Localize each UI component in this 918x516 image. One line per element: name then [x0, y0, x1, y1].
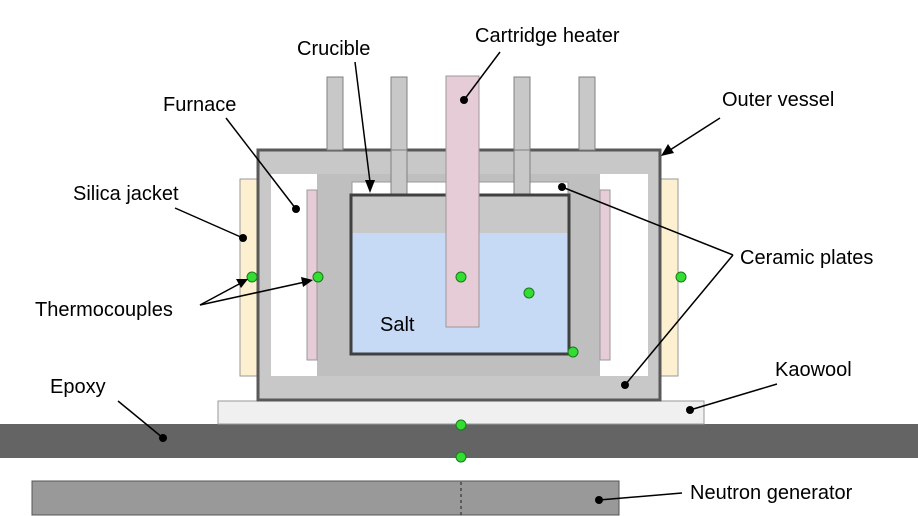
leader-dot-ceramic-plates-lower	[621, 381, 629, 389]
leader-dot-cartridge-heater	[460, 96, 468, 104]
label-thermocouples: Thermocouples	[35, 299, 173, 321]
top-rod-2	[390, 76, 408, 151]
leader-thermocouples-right	[199, 281, 306, 306]
label-neutron-generator: Neutron generator	[690, 482, 853, 504]
leader-dot-neutron-generator	[595, 496, 603, 504]
thermocouple-furnace-left	[312, 271, 324, 283]
label-kaowool: Kaowool	[775, 359, 852, 381]
arrowhead-crucible	[365, 180, 375, 193]
leader-dot-ceramic-plates-upper	[558, 183, 566, 191]
leader-kaowool	[689, 383, 778, 411]
leader-silica-jacket	[174, 207, 244, 239]
leader-dot-furnace	[292, 205, 300, 213]
leader-ceramic-plates-lower	[624, 254, 734, 386]
neutron-generator	[31, 480, 620, 516]
label-furnace: Furnace	[163, 94, 236, 116]
leader-crucible	[354, 61, 371, 183]
thermocouple-salt	[523, 287, 535, 299]
label-outer-vessel: Outer vessel	[722, 89, 834, 111]
arrowhead-thermocouples-right	[301, 277, 313, 287]
leader-dot-epoxy	[159, 434, 167, 442]
arrowhead-thermocouples-left	[236, 279, 248, 288]
heater-element-right	[599, 189, 611, 361]
leader-neutron-generator	[598, 492, 683, 501]
top-rod-1	[326, 76, 344, 151]
label-epoxy: Epoxy	[50, 376, 106, 398]
leader-epoxy	[117, 400, 164, 439]
leader-ceramic-plates-upper	[561, 186, 734, 256]
label-ceramic-plates: Ceramic plates	[740, 247, 873, 269]
label-salt: Salt	[380, 314, 415, 336]
leader-dot-kaowool	[686, 406, 694, 414]
label-cartridge-heater: Cartridge heater	[475, 25, 620, 47]
leader-cartridge-heater	[463, 51, 501, 101]
thermocouple-crucible-corner	[567, 346, 579, 358]
label-crucible: Crucible	[297, 38, 370, 60]
leader-thermocouples-left	[199, 282, 242, 306]
thermocouple-heater	[455, 271, 467, 283]
top-rod-3	[513, 76, 531, 151]
silica-jacket-right	[659, 178, 679, 377]
thermocouple-epoxy-top	[455, 419, 467, 431]
label-silica-jacket: Silica jacket	[73, 183, 179, 205]
top-rod-2-inner	[390, 149, 408, 196]
thermocouple-silica-left	[246, 271, 258, 283]
arrowhead-outer-vessel	[661, 144, 674, 156]
thermocouple-epoxy-bottom	[455, 451, 467, 463]
top-rod-3-inner	[513, 149, 531, 196]
leader-furnace	[225, 117, 297, 210]
top-rod-4	[578, 76, 596, 151]
thermocouple-silica-right	[675, 271, 687, 283]
cartridge-heater	[445, 75, 480, 328]
leader-outer-vessel	[669, 117, 721, 151]
leader-dot-silica-jacket	[239, 234, 247, 242]
